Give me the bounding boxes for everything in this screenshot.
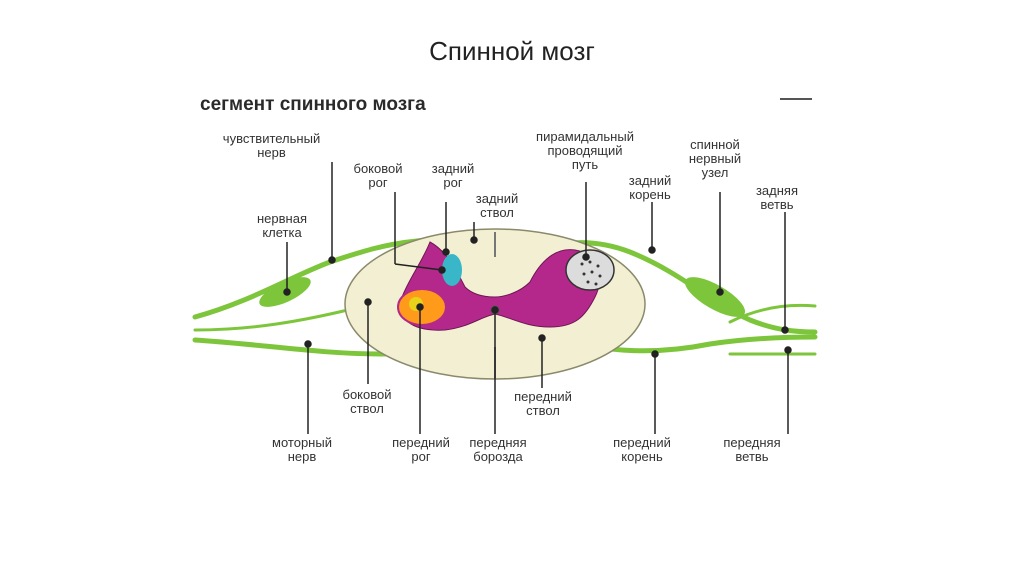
label-posterior-branch: задняя ветвь [755, 183, 799, 212]
divider-line [780, 98, 812, 100]
right-posterior-branch-nerve [728, 303, 817, 324]
diagram-heading: сегмент спинного мозга [200, 94, 426, 115]
posterior-horn-sensory-zone [442, 254, 462, 286]
label-posterior-horn: задний рог [431, 161, 475, 190]
label-anterior-root: передний корень [613, 435, 671, 464]
label-spinal-ganglion: спинной нервный узел [688, 137, 742, 180]
label-anterior-column: передний ствол [514, 389, 572, 418]
label-motor-nerve: моторный нерв [272, 435, 332, 464]
label-lateral-column: боковой ствол [342, 387, 392, 416]
pyramidal-tract-dots [580, 260, 602, 286]
spinal-cord-segment-diagram: сегмент спинного мозга [190, 92, 820, 472]
label-anterior-horn: передний рог [392, 435, 450, 464]
label-pyramidal-tract: пирамидальный проводящий путь [536, 129, 634, 172]
label-anterior-fissure: передняя борозда [469, 435, 527, 464]
left-nerve-fiber [193, 305, 362, 332]
label-posterior-root: задний корень [628, 173, 672, 202]
spinal-ganglion [684, 277, 746, 317]
label-nerve-cell: нервная клетка [257, 211, 307, 240]
diagram-artwork [192, 162, 818, 434]
label-anterior-branch: передняя ветвь [723, 435, 781, 464]
label-lateral-horn: боковой рог [353, 161, 403, 190]
label-posterior-column: задний ствол [475, 191, 519, 220]
label-sensory-nerve: чувствительный нерв [222, 131, 321, 160]
pyramidal-tract [565, 249, 615, 291]
pointer-lines [283, 162, 792, 434]
slide-title: Спинной мозг [429, 36, 595, 66]
